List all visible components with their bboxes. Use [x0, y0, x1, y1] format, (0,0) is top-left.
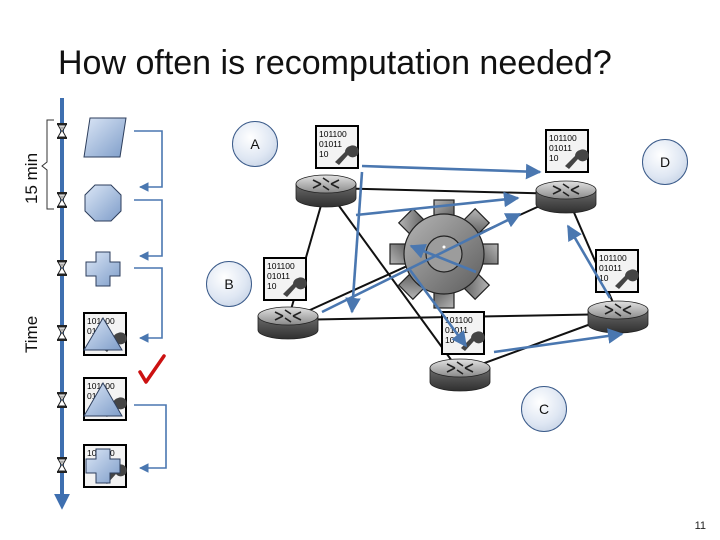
binary-line: 01011: [599, 263, 622, 273]
config-box-icon: 101100 01011 10: [263, 257, 308, 301]
router-a-icon: [295, 174, 357, 208]
router-c-icon: [429, 358, 491, 392]
parallelogram-shape-icon: [83, 117, 127, 158]
binary-line: 10: [445, 335, 455, 345]
binary-line: 101100: [549, 133, 577, 143]
interval-brace: [41, 119, 54, 210]
binary-line: 01011: [549, 143, 572, 153]
binary-line: 10: [549, 153, 559, 163]
binary-line: 101100: [445, 315, 473, 325]
router-label-d: D: [642, 139, 688, 185]
hourglass-icon: [56, 324, 68, 342]
config-box-icon: 101100 01011 10: [545, 129, 590, 173]
config-box-icon: 101100 01011 10: [441, 311, 486, 355]
octagon-shape-icon: [84, 184, 122, 222]
cross-shape-icon: [85, 251, 121, 287]
gear-icon: [389, 199, 499, 309]
router-label-a: A: [232, 121, 278, 167]
hourglass-icon: [56, 191, 68, 209]
recompute-brackets: [134, 131, 167, 473]
binary-line: 01011: [445, 325, 468, 335]
cross-shape-icon: [85, 448, 121, 484]
router-b-icon: [257, 306, 319, 340]
recompute-bracket: [134, 200, 162, 256]
config-box-icon: 101100 01011 10: [595, 249, 640, 293]
binary-line: 10: [267, 281, 277, 291]
hourglass-icon: [56, 391, 68, 409]
binary-line: 101100: [319, 129, 347, 139]
recompute-bracket: [134, 267, 163, 343]
router-label-b: B: [206, 261, 252, 307]
config-shape-icons: 101100 01011 101100 01011 101100: [83, 117, 128, 488]
check-mark-icon: [138, 354, 166, 384]
router-e-icon: [587, 300, 649, 334]
binary-line: 10: [599, 273, 609, 283]
hourglass-icon: [56, 456, 68, 474]
router-d-icon: [535, 180, 597, 214]
binary-line: 101100: [599, 253, 627, 263]
recompute-bracket: [134, 131, 162, 187]
slide-title: How often is recomputation needed?: [58, 44, 612, 82]
config-box-icons: 101100 01011 10 101100 01011 10 101100 0…: [263, 125, 640, 355]
network-links: [287, 187, 619, 373]
hourglass-icon: [56, 122, 68, 140]
recompute-bracket: [134, 404, 167, 473]
hourglass-icon: [56, 259, 68, 277]
binary-line: 10: [319, 149, 329, 159]
flow-arrows: [321, 163, 624, 354]
binary-line: 101100: [267, 261, 295, 271]
binary-line: 01011: [319, 139, 342, 149]
router-label-c: C: [521, 386, 567, 432]
binary-line: 01011: [267, 271, 290, 281]
page-number: 11: [694, 520, 706, 532]
triangle-shape-icon: [83, 381, 123, 417]
triangle-shape-icon: [83, 317, 123, 351]
config-box-icon: 101100 01011 10: [315, 125, 360, 169]
